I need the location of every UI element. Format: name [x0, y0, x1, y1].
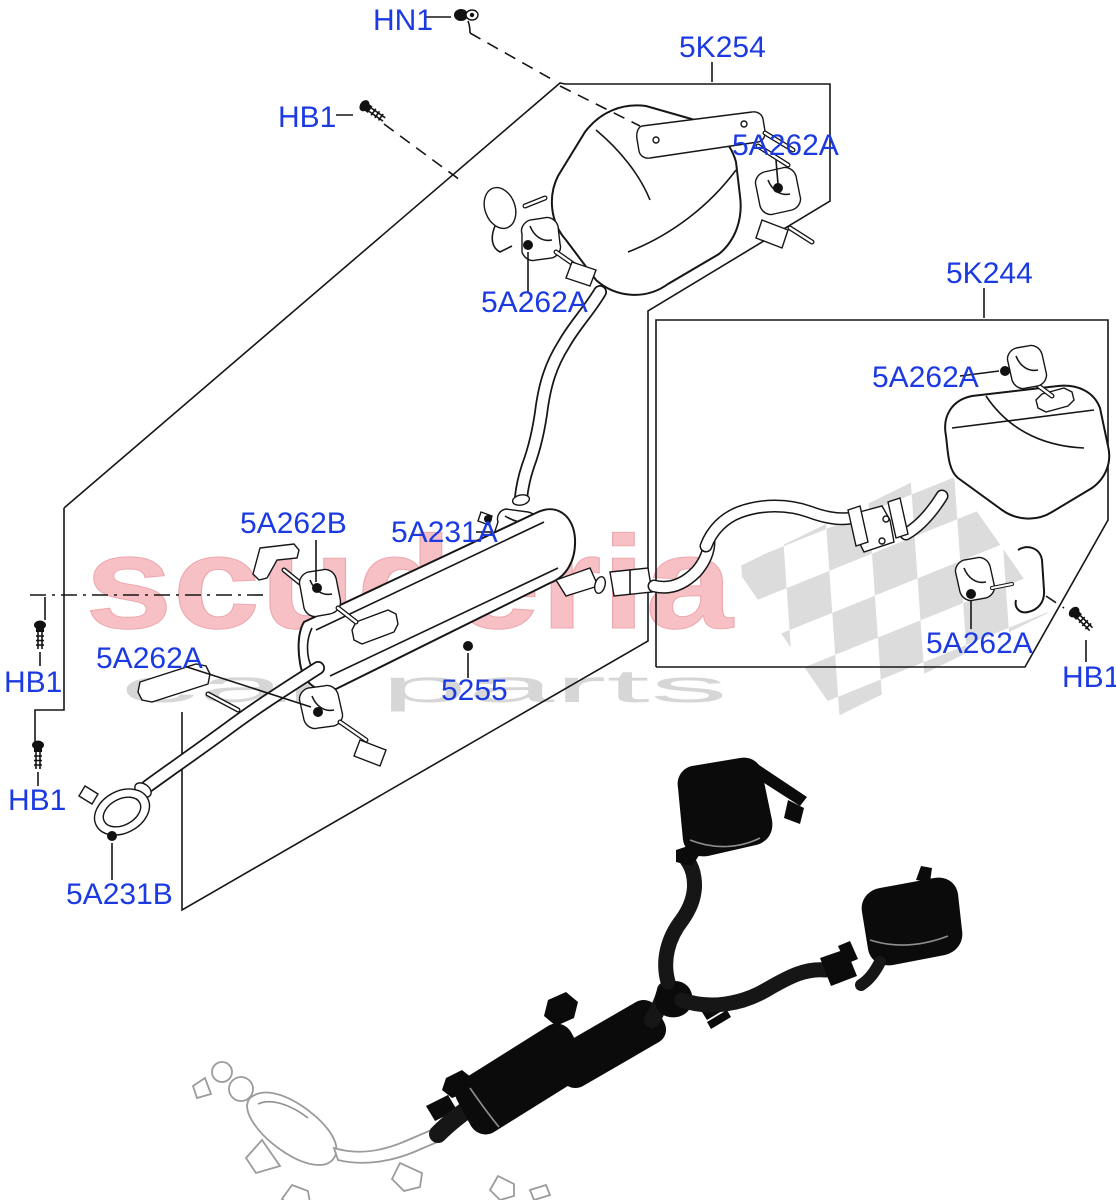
part-label-HB1-top[interactable]: HB1 [278, 101, 336, 134]
bracket-left-cluster [137, 663, 387, 767]
mount-plate [636, 111, 766, 159]
flex-joint [847, 497, 909, 553]
part-callouts: HN1 HB1 5K254 5A262A 5A262A 5K244 5A262A… [4, 4, 1116, 911]
rubber-isolator [1006, 344, 1048, 390]
silhouette-right-muffler [861, 877, 963, 966]
silhouette-centre-muffler [455, 1023, 587, 1135]
catalytic-converter-outline [191, 1061, 552, 1200]
part-label-HB1-low[interactable]: HB1 [8, 784, 66, 817]
bracket-5A262B-cluster [252, 543, 359, 625]
assembly-outline-5K254 [30, 82, 831, 912]
silhouette-clamp [426, 1095, 457, 1121]
rubber-isolator [954, 556, 996, 602]
part-label-5A262A-3[interactable]: 5A262A [872, 361, 979, 394]
silhouette-resonator [552, 999, 667, 1089]
checkered-flag-watermark [736, 466, 1048, 716]
assembled-view-thumbnail [191, 757, 963, 1200]
part-label-HB1-right[interactable]: HB1 [1062, 661, 1116, 694]
part-label-5A262A-2[interactable]: 5A262A [481, 286, 588, 319]
part-label-5A262A-1[interactable]: 5A262A [732, 129, 839, 162]
clamp-5A231B [78, 785, 151, 841]
part-label-5A262A-4[interactable]: 5A262A [96, 642, 203, 675]
watermark-subtitle-text: car parts [120, 660, 728, 712]
rear-muffler-right-artwork [609, 344, 1111, 614]
j-hook-hanger [1014, 546, 1046, 614]
part-label-5A231B[interactable]: 5A231B [66, 878, 173, 911]
centre-muffler-artwork [78, 508, 607, 841]
part-label-HN1[interactable]: HN1 [373, 4, 433, 37]
fasteners [31, 9, 1097, 770]
part-label-5255[interactable]: 5255 [441, 674, 508, 707]
mount-bracket [351, 609, 399, 645]
part-label-5A262B[interactable]: 5A262B [240, 507, 347, 540]
assembly-outline-5K244 [655, 319, 1109, 668]
part-label-5A262A-5[interactable]: 5A262A [926, 627, 1033, 660]
hanger-bracket [483, 186, 517, 230]
part-label-5K254[interactable]: 5K254 [679, 31, 766, 64]
part-label-5K244[interactable]: 5K244 [946, 257, 1033, 290]
nut-HN1 [454, 9, 479, 21]
silhouette-left-muffler [677, 757, 773, 857]
part-label-5A231A[interactable]: 5A231A [391, 516, 498, 549]
part-label-HB1-mid[interactable]: HB1 [4, 666, 62, 699]
leader-lines [37, 16, 1087, 880]
